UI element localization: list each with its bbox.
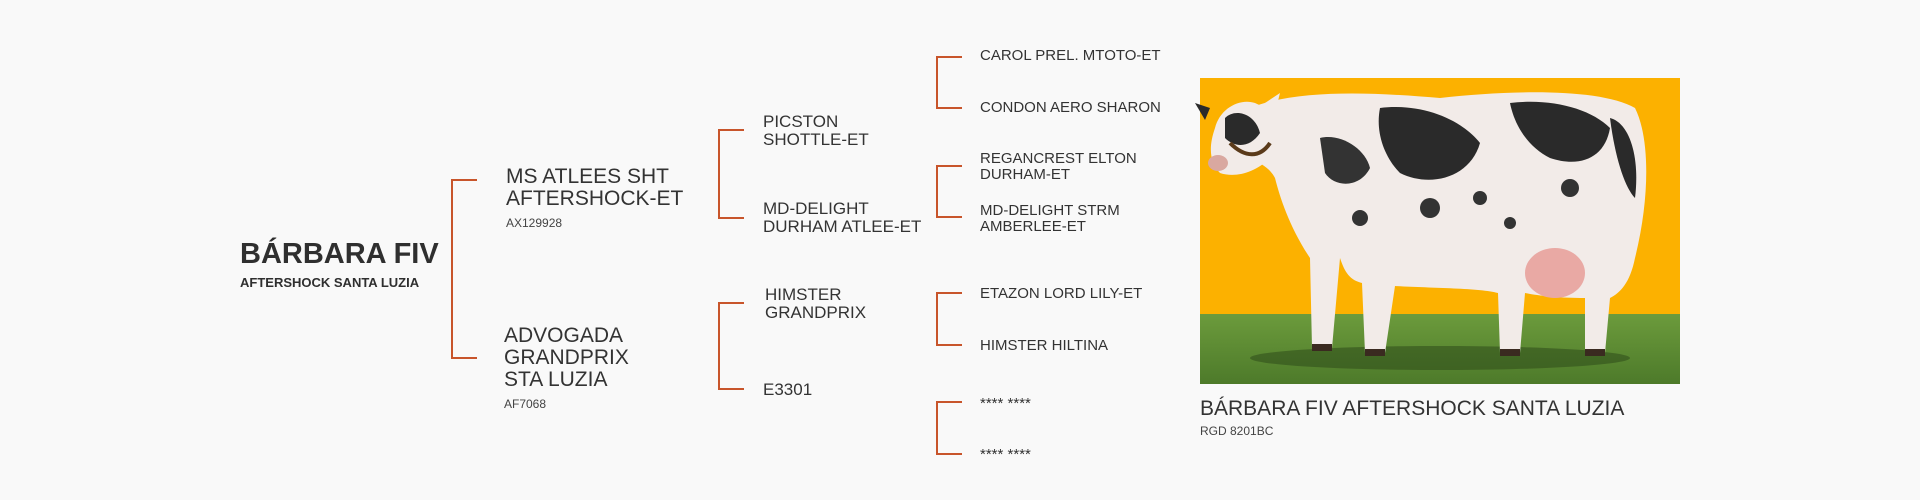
- grandsire-maternal: HIMSTER GRANDPRIX: [765, 285, 867, 322]
- great-grandparent-2: CONDON AERO SHARON: [980, 99, 1161, 116]
- great-grandparent-7: **** ****: [980, 395, 1031, 412]
- great-grandparent-1: CAROL PREL. MTOTO-ET: [980, 47, 1161, 64]
- great-grandparent-4: MD-DELIGHT STRM AMBERLEE-ET: [980, 202, 1120, 235]
- photo-registration: RGD 8201BC: [1200, 424, 1274, 438]
- granddam-maternal: E3301: [763, 380, 813, 399]
- dam-code: AF7068: [504, 397, 547, 411]
- sire-name: MS ATLEES SHT AFTERSHOCK-ET: [506, 165, 684, 211]
- photo-caption: BÁRBARA FIV AFTERSHOCK SANTA LUZIA: [1200, 397, 1625, 420]
- great-grandparent-8: **** ****: [980, 446, 1031, 463]
- great-grandparent-5: ETAZON LORD LILY-ET: [980, 285, 1143, 302]
- dam-name: ADVOGADA GRANDPRIX STA LUZIA: [504, 324, 629, 392]
- great-grandparent-6: HIMSTER HILTINA: [980, 337, 1109, 354]
- sire-code: AX129928: [506, 216, 563, 230]
- subject-name: BÁRBARA FIV: [240, 238, 439, 270]
- cow-image: [1195, 92, 1647, 370]
- subject-subtitle: AFTERSHOCK SANTA LUZIA: [240, 275, 420, 290]
- great-grandparent-3: REGANCREST ELTON DURHAM-ET: [980, 150, 1137, 183]
- grandsire-paternal: PICSTON SHOTTLE-ET: [763, 112, 869, 149]
- granddam-paternal: MD-DELIGHT DURHAM ATLEE-ET: [763, 199, 922, 236]
